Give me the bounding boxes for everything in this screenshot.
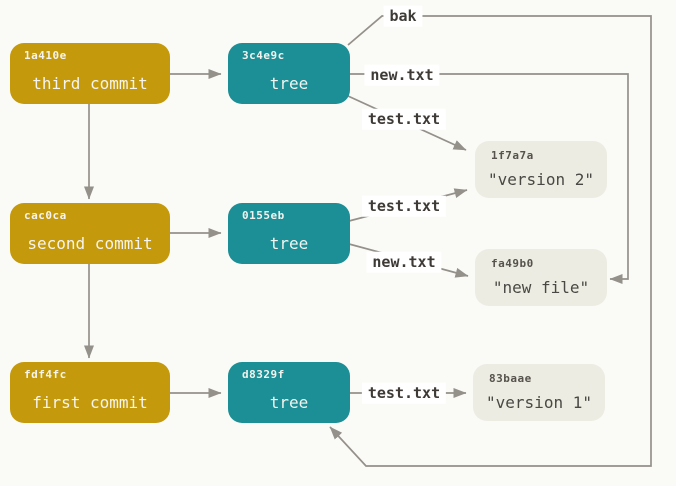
blob-hash: 1f7a7a bbox=[491, 149, 534, 162]
tree-hash: d8329f bbox=[242, 368, 285, 381]
edge-label-newtxt: new.txt bbox=[364, 64, 440, 86]
commit-message: second commit bbox=[27, 234, 153, 253]
commit-node-first: fdf4fc first commit bbox=[10, 362, 170, 423]
tree-label: tree bbox=[269, 234, 309, 253]
tree-node-3c4e9c: 3c4e9c tree bbox=[228, 43, 350, 104]
commit-hash: fdf4fc bbox=[24, 368, 67, 381]
edge-label-testtxt: test.txt bbox=[361, 382, 447, 404]
blob-content: "version 2" bbox=[488, 170, 594, 189]
tree-node-d8329f: d8329f tree bbox=[228, 362, 350, 423]
blob-hash: fa49b0 bbox=[491, 257, 534, 270]
edge-label-newtxt: new.txt bbox=[366, 251, 442, 273]
blob-node-version1: 83baae "version 1" bbox=[473, 364, 605, 421]
commit-hash: cac0ca bbox=[24, 209, 67, 222]
commit-message: third commit bbox=[32, 74, 148, 93]
blob-node-newfile: fa49b0 "new file" bbox=[475, 249, 607, 306]
connector-tree1-bak-tree3 bbox=[329, 15, 652, 467]
blob-node-version2: 1f7a7a "version 2" bbox=[475, 141, 607, 198]
tree-hash: 0155eb bbox=[242, 209, 285, 222]
tree-hash: 3c4e9c bbox=[242, 49, 285, 62]
commit-node-second: cac0ca second commit bbox=[10, 203, 170, 264]
tree-label: tree bbox=[269, 74, 309, 93]
commit-hash: 1a410e bbox=[24, 49, 67, 62]
edge-label-testtxt: test.txt bbox=[361, 108, 447, 130]
blob-content: "new file" bbox=[492, 278, 590, 297]
blob-content: "version 1" bbox=[486, 393, 592, 412]
tree-node-0155eb: 0155eb tree bbox=[228, 203, 350, 264]
commit-message: first commit bbox=[32, 393, 148, 412]
commit-node-third: 1a410e third commit bbox=[10, 43, 170, 104]
blob-hash: 83baae bbox=[489, 372, 532, 385]
connector-tree1-newtxt-blob2 bbox=[350, 73, 629, 284]
edge-label-bak: bak bbox=[383, 5, 423, 27]
edge-label-testtxt: test.txt bbox=[361, 195, 447, 217]
tree-label: tree bbox=[269, 393, 309, 412]
